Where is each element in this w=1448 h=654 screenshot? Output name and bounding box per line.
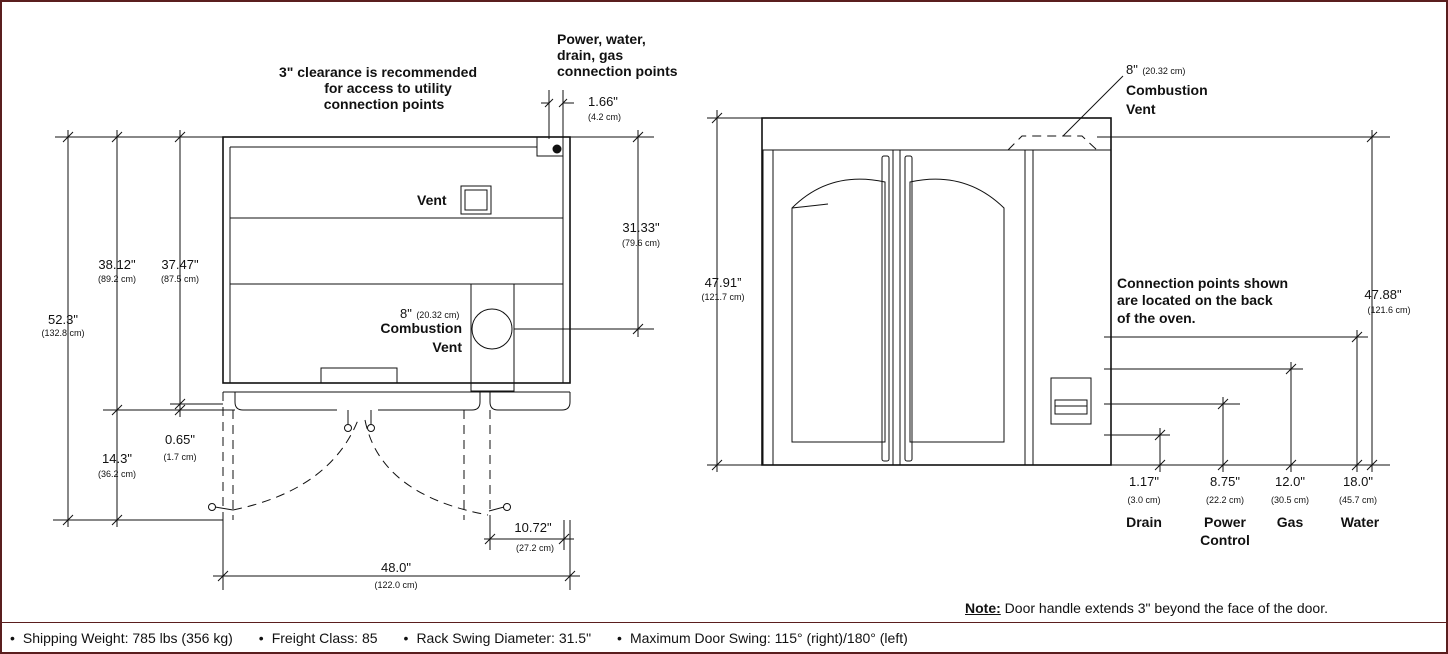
height-right-metric: (121.6 cm) <box>1367 305 1410 315</box>
dim-143-value: 14.3" <box>102 451 132 466</box>
svg-text:Power: Power <box>1204 514 1247 530</box>
spec-freight-class: • Freight Class: 85 <box>258 630 378 646</box>
svg-text:(45.7 cm): (45.7 cm) <box>1339 495 1377 505</box>
svg-text:(22.2 cm): (22.2 cm) <box>1206 495 1244 505</box>
svg-text:(30.5 cm): (30.5 cm) <box>1271 495 1309 505</box>
bullet-icon: • <box>10 630 15 646</box>
right-door-handle <box>904 155 913 462</box>
svg-text:12.0": 12.0" <box>1275 474 1305 489</box>
connection-points-note-line2: are located on the back <box>1117 292 1273 308</box>
dim-166-metric: (4.2 cm) <box>588 112 621 122</box>
dim-480-metric: (122.0 cm) <box>374 580 417 590</box>
connection-points-note-line3: of the oven. <box>1117 310 1196 326</box>
note-text: Door handle extends 3" beyond the face o… <box>1004 600 1328 616</box>
svg-text:Control: Control <box>1200 532 1250 548</box>
dim-3812-value: 38.12" <box>98 257 136 272</box>
dim-3133-value: 31.33" <box>622 220 660 235</box>
connection-points-note-line1: Connection points shown <box>1117 275 1288 291</box>
dim-3133-metric: (79.6 cm) <box>622 238 660 248</box>
combustion-vent-line1: Combustion <box>380 320 462 336</box>
dim-523-metric: (132.8 cm) <box>41 328 84 338</box>
oven-dimension-drawing: 3" clearance is recommended for access t… <box>41 31 1411 590</box>
left-door-window <box>791 178 886 443</box>
height-left-value: 47.91” <box>705 275 742 290</box>
door-handle-note: Note: Door handle extends 3" beyond the … <box>965 600 1328 616</box>
combustion-vent-dashed <box>1007 135 1098 151</box>
clearance-note-line1: 3" clearance is recommended <box>279 64 477 80</box>
vent-icon <box>460 185 492 215</box>
svg-text:18.0": 18.0" <box>1343 474 1373 489</box>
connection-point-icon <box>552 144 562 154</box>
dim-3812-metric: (89.2 cm) <box>98 274 136 284</box>
combustion-vent-size: 8" (20.32 cm) <box>400 305 459 322</box>
clearance-note-line2: for access to utility <box>324 80 452 96</box>
combustion-vent-line2: Vent <box>432 339 462 355</box>
dim-1072-metric: (27.2 cm) <box>516 543 554 553</box>
connection-note-line2: drain, gas <box>557 47 623 63</box>
combustion-vent-box <box>470 283 515 392</box>
svg-text:Water: Water <box>1341 514 1380 530</box>
bullet-icon: • <box>617 630 622 646</box>
svg-text:(3.0 cm): (3.0 cm) <box>1127 495 1160 505</box>
left-door <box>772 149 894 466</box>
svg-text:1.17": 1.17" <box>1129 474 1159 489</box>
svg-text:Gas: Gas <box>1277 514 1304 530</box>
clearance-note-line3: connection points <box>324 96 445 112</box>
oven-front-outline <box>761 117 1112 466</box>
dim-143-metric: (36.2 cm) <box>98 469 136 479</box>
vent-label: Vent <box>417 192 447 208</box>
dim-523-value: 52.3" <box>48 312 78 327</box>
dim-065-metric: (1.7 cm) <box>163 452 196 462</box>
right-combustion-vent-size: 8" (20.32 cm) <box>1126 61 1185 78</box>
dim-480-value: 48.0" <box>381 560 411 575</box>
note-label: Note: <box>965 600 1001 616</box>
spec-rack-swing-diameter: • Rack Swing Diameter: 31.5" <box>403 630 592 646</box>
bullet-icon: • <box>258 630 264 646</box>
dim-1072-value: 10.72" <box>514 520 552 535</box>
bullet-icon: • <box>403 630 409 646</box>
svg-text:8.75": 8.75" <box>1210 474 1240 489</box>
connection-power-control: 8.75" (22.2 cm) Power Control <box>1200 474 1250 548</box>
left-door-handle <box>881 155 890 462</box>
right-door <box>899 149 1026 466</box>
right-door-window <box>909 178 1005 443</box>
connection-note-line3: connection points <box>557 63 678 79</box>
connection-drain: 1.17" (3.0 cm) Drain <box>1126 474 1162 530</box>
combustion-vent-icon <box>471 308 513 350</box>
spec-footer: • Shipping Weight: 785 lbs (356 kg) • Fr… <box>2 622 1446 653</box>
height-left-metric: (121.7 cm) <box>701 292 744 302</box>
connection-box <box>536 136 564 157</box>
connection-note-line1: Power, water, <box>557 31 646 47</box>
connection-water: 18.0" (45.7 cm) Water <box>1339 474 1380 530</box>
connection-gas: 12.0" (30.5 cm) Gas <box>1271 474 1309 530</box>
front-view: 8" (20.32 cm) Combustion Vent Connection… <box>701 61 1410 548</box>
dim-166-value: 1.66" <box>588 94 618 109</box>
dim-3747-metric: (87.5 cm) <box>161 274 199 284</box>
svg-text:Drain: Drain <box>1126 514 1162 530</box>
oven-body-outline <box>222 136 571 384</box>
right-combustion-vent-line1: Combustion <box>1126 82 1208 98</box>
dim-065-value: 0.65" <box>165 432 195 447</box>
height-right-value: 47.88" <box>1364 287 1402 302</box>
right-combustion-vent-line2: Vent <box>1126 101 1156 117</box>
spec-maximum-door-swing: • Maximum Door Swing: 115° (right)/180° … <box>617 630 908 646</box>
spec-shipping-weight: • Shipping Weight: 785 lbs (356 kg) <box>10 630 233 646</box>
dim-3747-value: 37.47" <box>161 257 199 272</box>
control-panel <box>1050 377 1092 425</box>
top-view: 3" clearance is recommended for access t… <box>41 31 678 590</box>
